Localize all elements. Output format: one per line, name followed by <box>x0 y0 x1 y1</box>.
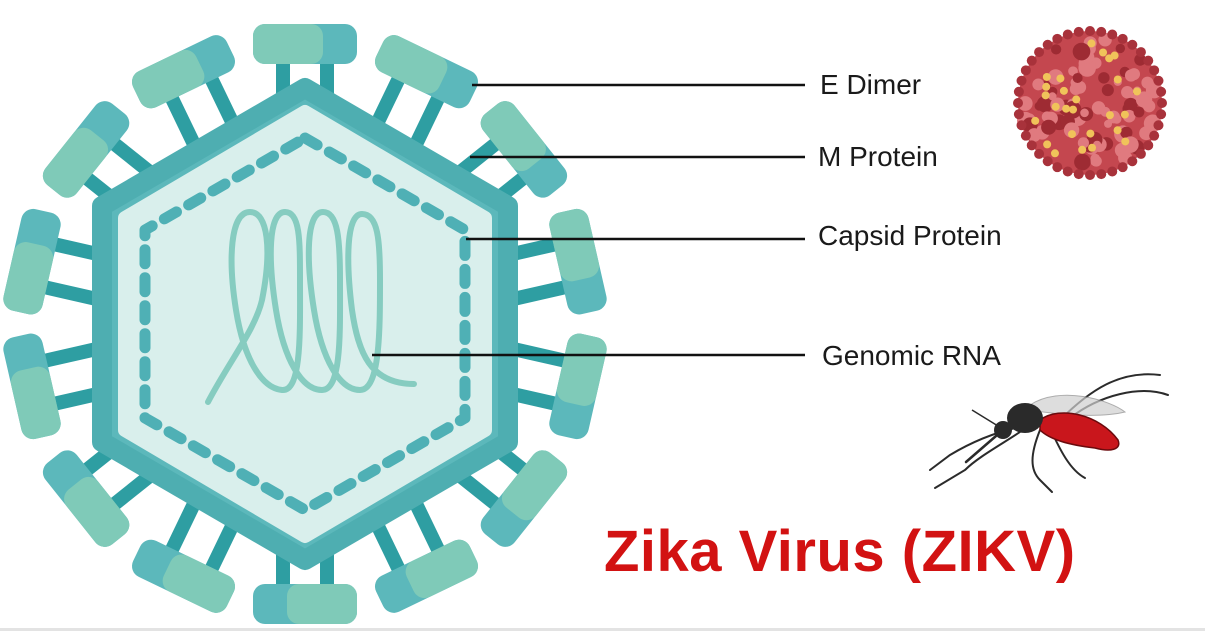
zika-virion-illustration <box>1013 26 1167 180</box>
e-dimer-spike <box>3 333 115 440</box>
label-capsid-protein: Capsid Protein <box>818 220 1002 251</box>
diagram-title: Zika Virus (ZIKV) <box>604 519 1076 584</box>
capsid-protein-layer <box>139 132 471 516</box>
e-dimer-spike <box>495 208 607 315</box>
label-m-protein: M Protein <box>818 141 938 172</box>
genomic-rna-coil <box>205 208 417 405</box>
bottom-divider <box>0 628 1205 631</box>
e-dimer-spike <box>132 493 244 613</box>
aedes-mosquito-illustration <box>929 373 1169 493</box>
e-dimer-spike <box>253 24 357 122</box>
label-e-dimer: E Dimer <box>820 69 922 100</box>
label-genomic-rna: Genomic RNA <box>822 340 1001 371</box>
viral-interior <box>118 105 492 543</box>
e-dimer-spike <box>3 208 115 315</box>
e-dimer-spike <box>366 35 478 155</box>
